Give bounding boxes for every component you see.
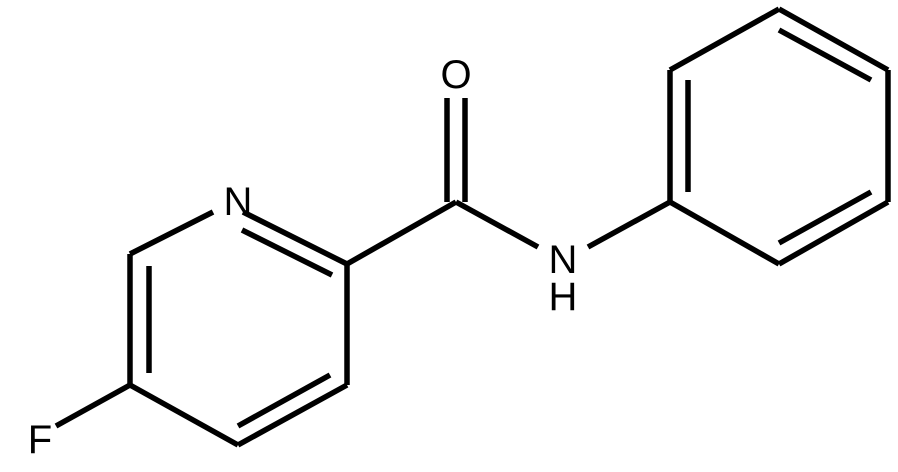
bond-c5-f <box>54 382 132 429</box>
bond-n1-c2-double <box>240 227 334 278</box>
bond-carbonyl-nh <box>454 199 540 250</box>
bond-nh-phenyl <box>586 199 672 250</box>
phenyl-ring <box>667 6 891 267</box>
bond-c3-c4-double <box>236 372 332 429</box>
bond-c4-c5 <box>128 382 240 448</box>
bond-n1-c2-single <box>241 209 349 267</box>
atom-label-fluorine: F <box>28 418 52 462</box>
atom-label-pyridine-nitrogen: N <box>224 180 253 224</box>
atom-label-carbonyl-oxygen: O <box>440 53 471 97</box>
bond-c6-n1 <box>128 209 215 257</box>
bond-c2-carbonyl <box>345 199 458 267</box>
bond-c3-c4-single <box>236 382 349 448</box>
bond-p2-p3 <box>668 6 781 73</box>
bond-p6-p1 <box>668 199 781 267</box>
bond-p3-p4 <box>777 6 890 73</box>
atom-label-amide-nitrogen: N <box>549 238 578 282</box>
amide-group <box>345 98 672 267</box>
bond-p5-p6 <box>777 199 890 267</box>
pyridine-ring <box>127 209 350 448</box>
bond-p3-p4-inner <box>777 27 873 83</box>
atom-label-amide-hydrogen: H <box>549 275 578 319</box>
bond-p5-p6-inner <box>777 189 873 246</box>
